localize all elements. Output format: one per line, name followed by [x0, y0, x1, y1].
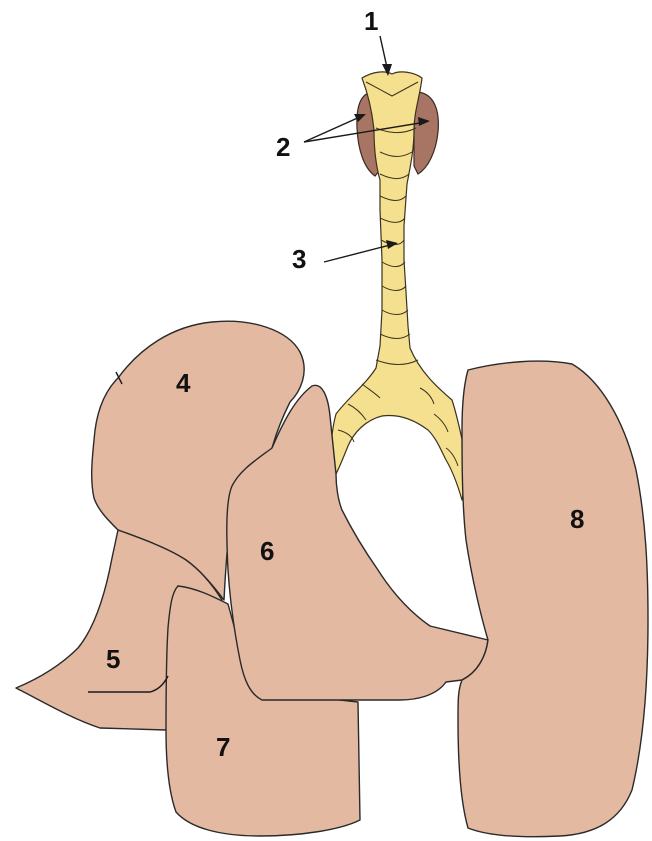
lobe-8 — [458, 361, 648, 837]
label-3: 3 — [292, 244, 306, 274]
airway-trachea-bronchi — [330, 72, 468, 500]
label-6: 6 — [260, 536, 274, 566]
label-4: 4 — [176, 368, 191, 398]
label-8: 8 — [570, 504, 584, 534]
label-1: 1 — [364, 6, 378, 36]
label-2: 2 — [276, 132, 290, 162]
leader-1 — [380, 36, 392, 76]
label-7: 7 — [216, 732, 230, 762]
label-5: 5 — [106, 644, 120, 674]
